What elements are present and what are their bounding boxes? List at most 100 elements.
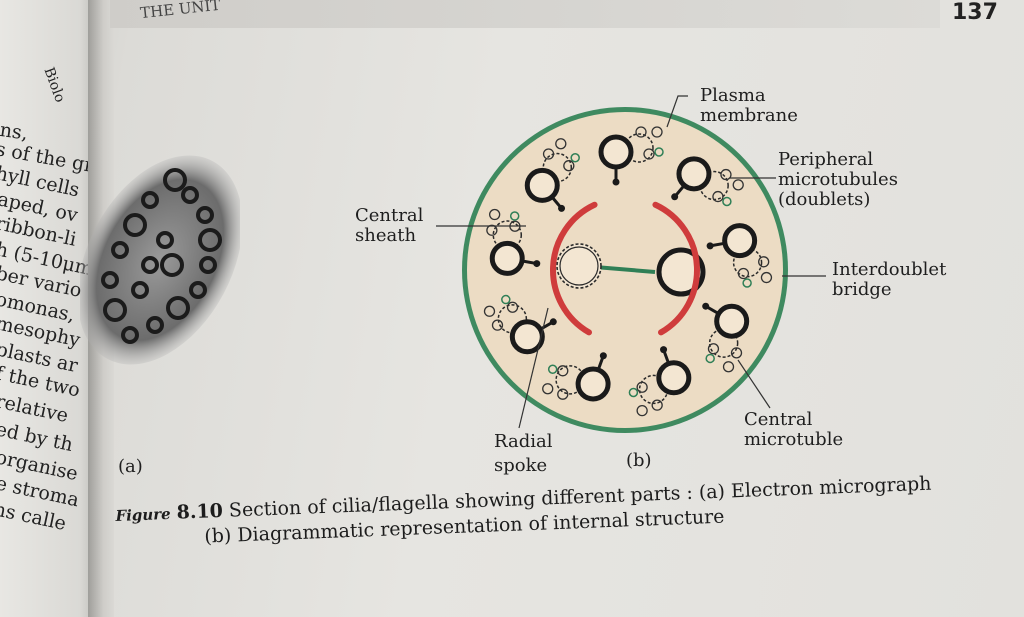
peripheral-doublet	[486, 208, 541, 276]
a-tubule	[524, 167, 560, 203]
dynein-arm	[707, 343, 720, 355]
dynein-arm	[506, 301, 519, 313]
label-central-sheath: Central sheath	[355, 206, 423, 246]
central-sheath-left	[550, 201, 598, 336]
spoke-head	[706, 242, 714, 250]
label-line: membrane	[700, 105, 798, 126]
leader-radial-spoke	[518, 307, 549, 429]
central-microtubule-left-inner	[559, 246, 599, 286]
micrograph-tubule	[103, 298, 127, 322]
micrograph-tubule	[141, 256, 159, 274]
peripheral-doublet	[671, 156, 744, 207]
label-line: bridge	[832, 279, 892, 300]
label-radial-spoke: Radial spoke	[494, 430, 552, 478]
label-line: microtubules	[778, 169, 898, 190]
b-tubule	[624, 133, 654, 163]
label-line: Peripheral	[778, 149, 874, 170]
micrograph-tubule	[166, 296, 190, 320]
panel-label-b: (b)	[626, 450, 652, 471]
interdoublet-bridge	[501, 294, 511, 305]
dynein-arm	[643, 148, 655, 160]
micrograph-tubule	[181, 186, 199, 204]
leader-plasma-membrane	[666, 95, 688, 128]
a-tubule	[656, 360, 692, 396]
micrograph-tubule	[121, 326, 139, 344]
interdoublet-bridge	[722, 196, 732, 207]
dynein-arm	[712, 190, 724, 203]
dynein-arm	[651, 399, 663, 411]
peripheral-doublet	[483, 294, 557, 355]
dynein-arm	[489, 208, 501, 221]
label-line: Central	[744, 409, 813, 430]
dynein-arm	[635, 126, 647, 138]
micrograph-tubule	[111, 241, 129, 259]
label-interdoublet-bridge: Interdoublet bridge	[832, 260, 946, 300]
interdoublet-bridge	[742, 278, 752, 288]
label-plasma-membrane: Plasma membrane	[700, 86, 798, 126]
micrograph-tubule	[199, 256, 217, 274]
interdoublet-bridge	[705, 353, 715, 364]
dynein-arm	[651, 126, 663, 138]
a-tubule	[575, 366, 611, 402]
label-line: microtuble	[744, 429, 844, 450]
micrograph-tubule	[156, 231, 174, 249]
a-tubule	[489, 240, 525, 276]
dynein-arm	[758, 256, 770, 268]
micrograph-tubule	[101, 271, 119, 289]
peripheral-doublets	[483, 126, 773, 417]
micrograph-tubule	[196, 206, 214, 224]
spoke-head	[549, 318, 557, 326]
central-sheath-right	[652, 201, 700, 336]
dynein-arm	[542, 148, 555, 160]
spoke-head	[612, 178, 620, 186]
peripheral-doublet	[628, 346, 692, 417]
micrograph-tubule	[141, 191, 159, 209]
micrograph-tubule	[160, 253, 184, 277]
panel-label-a: (a)	[118, 456, 143, 477]
dynein-arm	[732, 179, 744, 191]
dynein-arm	[636, 381, 648, 393]
a-tubule	[714, 303, 750, 339]
caption-number: 8.10	[176, 499, 224, 524]
micrograph-tubule	[189, 281, 207, 299]
peripheral-doublet	[542, 352, 611, 402]
a-tubule	[509, 319, 545, 355]
label-line: Plasma	[700, 85, 766, 106]
dynein-arm	[720, 168, 732, 181]
label-line: Central	[355, 205, 424, 226]
dynein-arm	[486, 224, 498, 236]
central-microtubule-left	[556, 243, 602, 289]
dynein-arm	[542, 383, 554, 395]
a-tubule	[676, 156, 712, 192]
interdoublet-bridge	[547, 364, 558, 375]
spoke-head	[660, 346, 668, 354]
micrograph-tubule	[131, 281, 149, 299]
micrograph-tubule	[198, 228, 222, 252]
page-number: 137	[952, 0, 998, 25]
dynein-arm	[636, 404, 648, 417]
peripheral-doublet	[706, 223, 773, 288]
interdoublet-bridge	[628, 387, 639, 398]
spoke-head	[533, 260, 541, 268]
interdoublet-bridge	[509, 211, 520, 221]
label-line: Interdoublet	[832, 259, 947, 280]
spoke-head	[558, 204, 566, 212]
peripheral-doublet	[702, 302, 750, 373]
caption-prefix: Figure	[115, 504, 172, 525]
spoke-head	[671, 193, 679, 201]
interdoublet-bridge	[570, 153, 580, 163]
leader-central-microtubule	[737, 359, 771, 409]
micrograph-tubule	[123, 213, 147, 237]
label-line: Radial	[494, 431, 553, 452]
interdoublet-bridge	[654, 147, 664, 157]
dynein-arm	[737, 267, 750, 280]
label-peripheral-microtubules: Peripheral microtubules (doublets)	[778, 150, 898, 210]
peripheral-doublet	[524, 138, 580, 212]
spoke-head	[702, 302, 710, 310]
leader-lines	[436, 95, 826, 429]
dynein-arm	[483, 305, 496, 317]
dynein-arm	[722, 361, 735, 373]
label-line: sheath	[355, 225, 417, 246]
peripheral-doublet	[598, 126, 664, 186]
